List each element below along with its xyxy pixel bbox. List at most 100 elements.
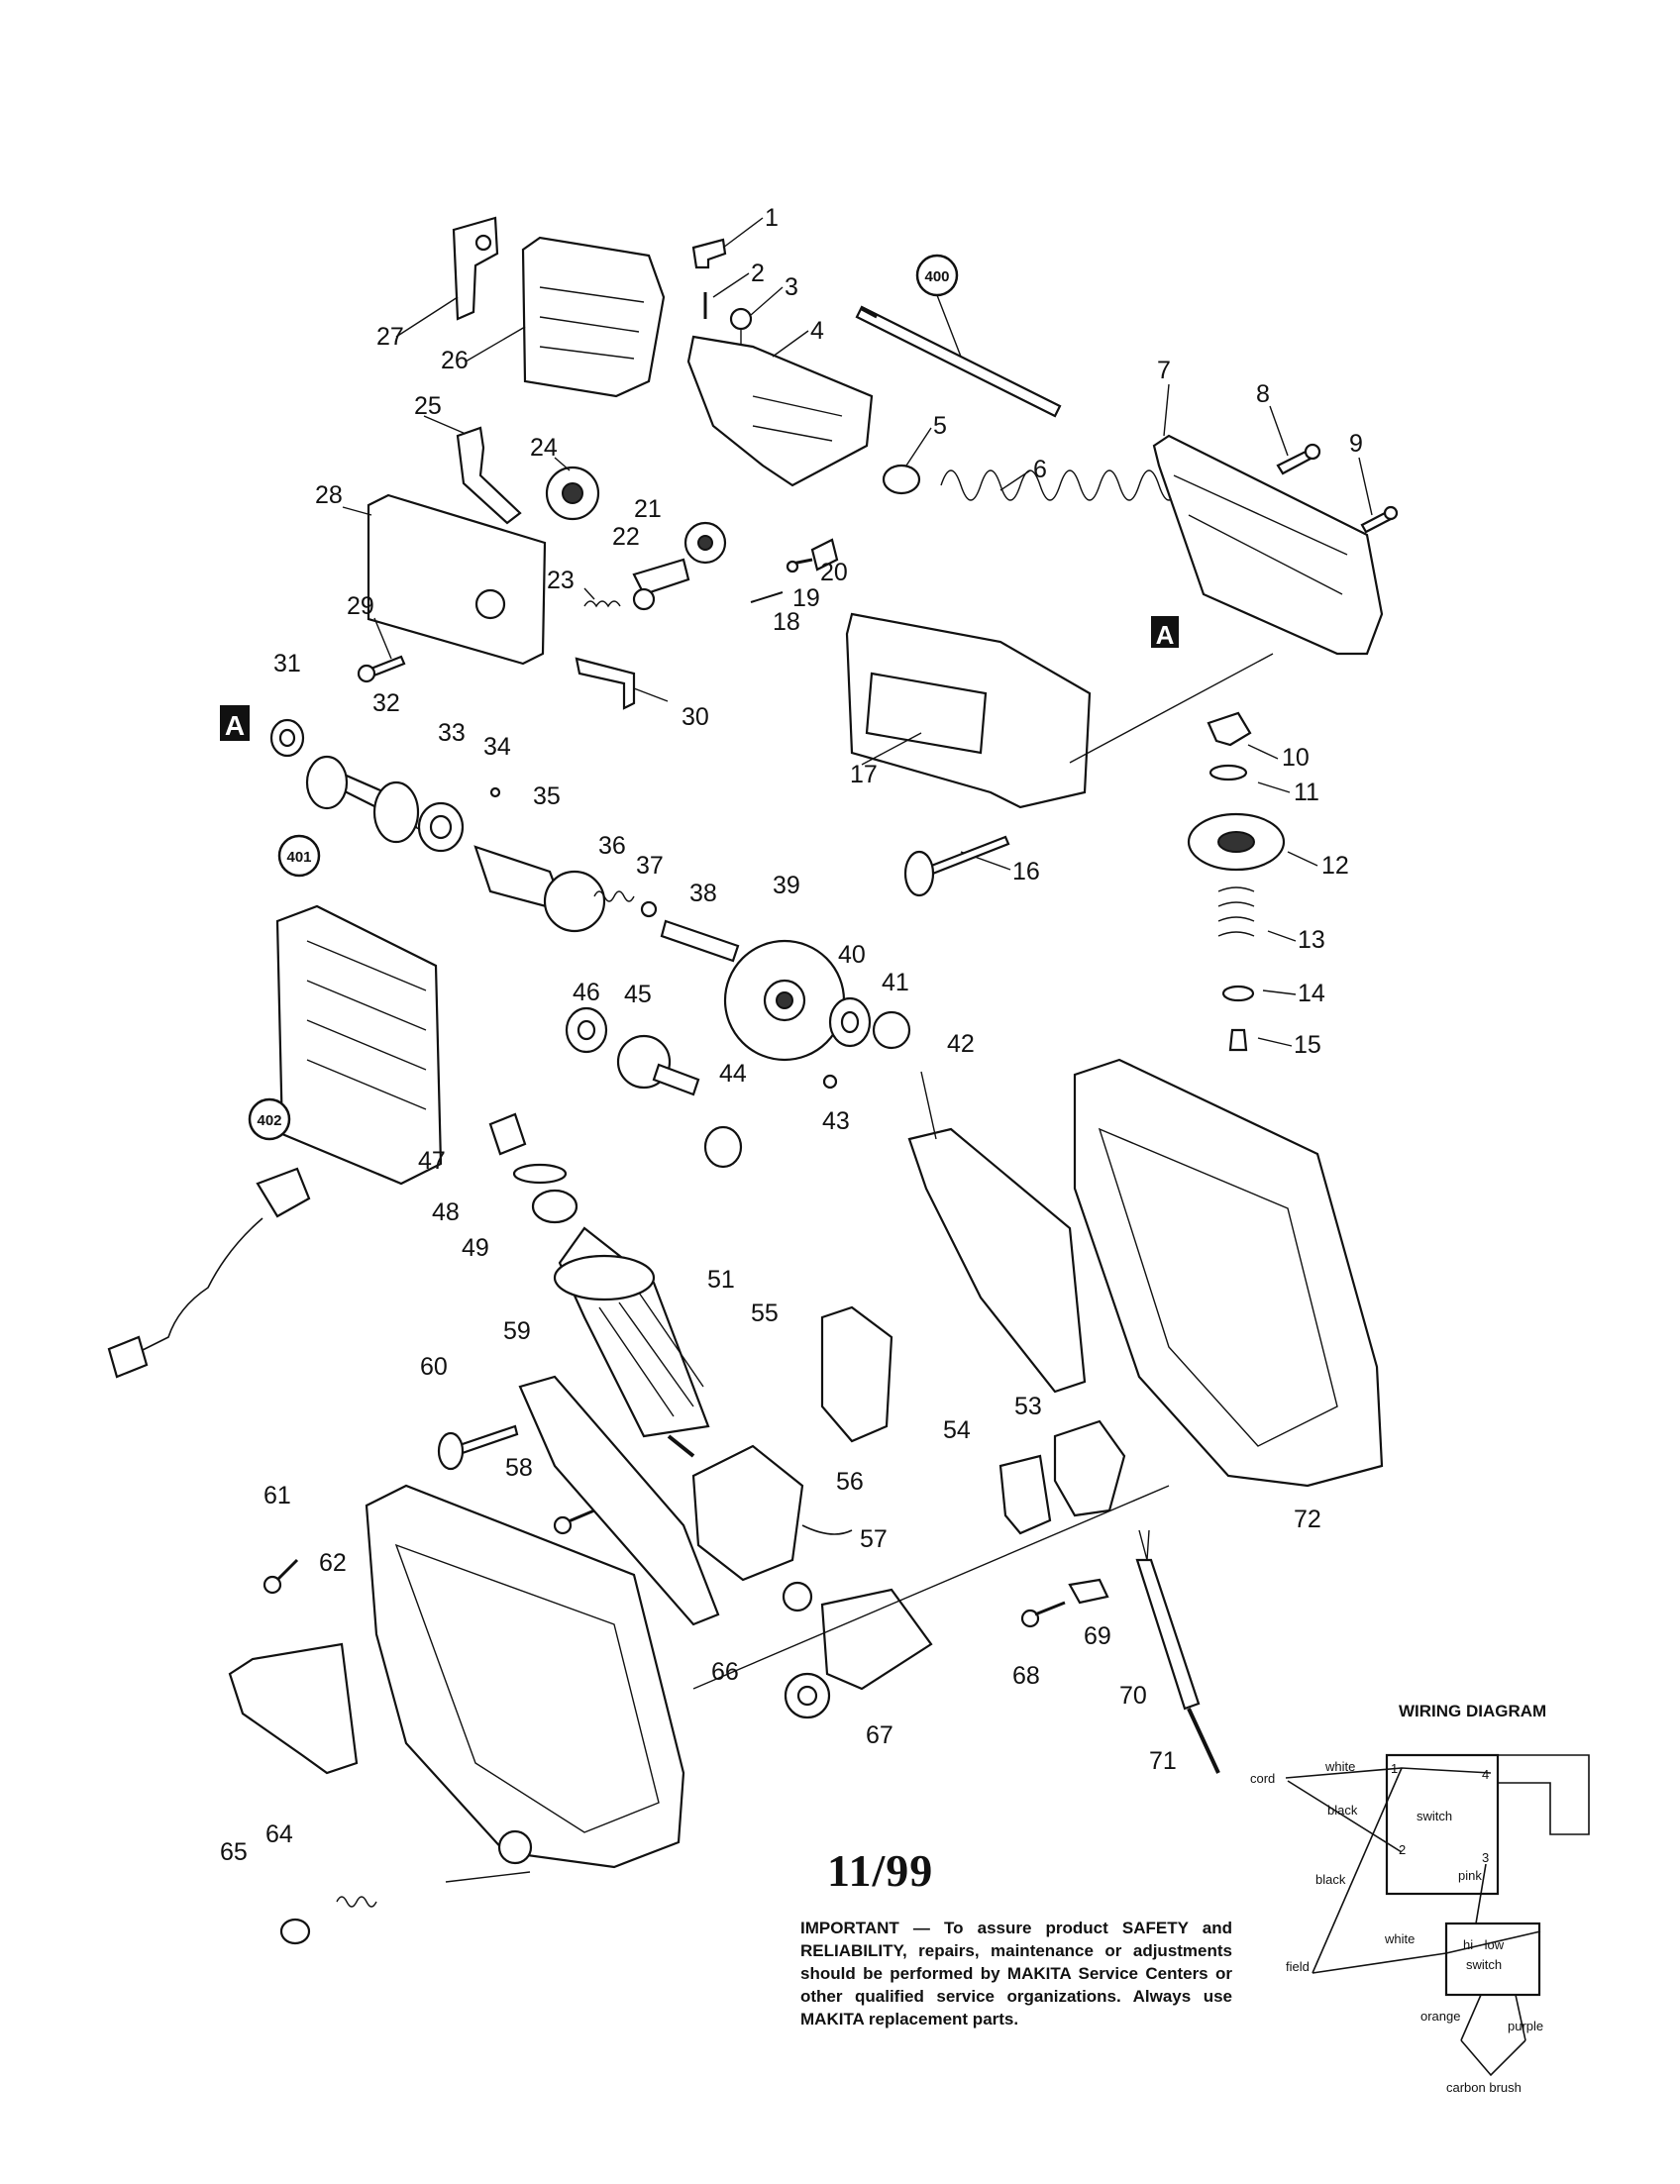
pn-14: 14 bbox=[1298, 980, 1325, 1007]
part-47-cap bbox=[488, 1112, 527, 1156]
pn-43: 43 bbox=[822, 1107, 850, 1135]
part-21-pinion bbox=[683, 521, 727, 565]
part-17-base bbox=[845, 612, 1092, 809]
pn-36: 36 bbox=[598, 832, 626, 860]
part-38-shaft bbox=[660, 919, 740, 963]
wire-label-white-mid: white bbox=[1384, 1931, 1415, 1946]
part-45-pinion bbox=[616, 1034, 700, 1096]
marker-a-left bbox=[220, 705, 250, 741]
pn-40: 40 bbox=[838, 941, 866, 969]
pn-34: 34 bbox=[483, 733, 511, 761]
part-40-bearing bbox=[828, 996, 872, 1048]
part-49-bearing bbox=[531, 1189, 578, 1224]
part-4-housing bbox=[686, 335, 874, 487]
pn-13: 13 bbox=[1298, 926, 1325, 954]
part-35-spindle bbox=[473, 845, 606, 933]
part-60-screw bbox=[437, 1424, 519, 1471]
date-stamp: 11/99 bbox=[827, 1845, 934, 1896]
part-19-pin bbox=[786, 558, 813, 573]
pn-3: 3 bbox=[785, 273, 798, 301]
pn-8: 8 bbox=[1256, 380, 1270, 408]
wire-label-pink: pink bbox=[1458, 1868, 1482, 1883]
pn-65: 65 bbox=[220, 1838, 248, 1866]
pn-22: 22 bbox=[612, 523, 640, 551]
pn-10: 10 bbox=[1282, 744, 1310, 772]
pn-61: 61 bbox=[263, 1482, 291, 1509]
pn-67: 67 bbox=[866, 1721, 893, 1749]
part-20-knob bbox=[810, 538, 839, 572]
pn-55: 55 bbox=[751, 1300, 779, 1327]
part-29-screw bbox=[357, 655, 406, 683]
part-23-spring bbox=[583, 600, 621, 608]
part-46-bearing bbox=[565, 1006, 608, 1054]
part-53-switch bbox=[1053, 1419, 1126, 1517]
part-70-cord-guard bbox=[1135, 1529, 1201, 1711]
pn-16: 16 bbox=[1012, 858, 1040, 885]
pn-71: 71 bbox=[1149, 1747, 1177, 1775]
pn-9: 9 bbox=[1349, 430, 1363, 458]
part-27-bracket bbox=[452, 216, 499, 321]
pn-54: 54 bbox=[943, 1416, 971, 1444]
parts-10-15-stack bbox=[1187, 711, 1286, 1052]
pn-7: 7 bbox=[1157, 357, 1171, 384]
pn-6: 6 bbox=[1033, 456, 1047, 483]
terminal-4: 4 bbox=[1482, 1767, 1489, 1782]
pn-51: 51 bbox=[707, 1266, 735, 1294]
part-69-clamp bbox=[1068, 1578, 1109, 1605]
wire-label-black-left: black bbox=[1315, 1872, 1346, 1887]
assembly-402-label: 402 bbox=[257, 1112, 281, 1129]
part-56-field bbox=[691, 1444, 853, 1582]
part-61-screw bbox=[262, 1558, 299, 1595]
part-65-cap bbox=[279, 1918, 311, 1945]
pn-35: 35 bbox=[533, 782, 561, 810]
part-58-screw bbox=[553, 1508, 595, 1535]
pn-30: 30 bbox=[682, 703, 709, 731]
pn-37: 37 bbox=[636, 852, 664, 880]
pn-2: 2 bbox=[751, 260, 765, 287]
part-9-screw bbox=[1360, 505, 1399, 534]
pn-4: 4 bbox=[810, 317, 824, 345]
pn-47: 47 bbox=[418, 1147, 446, 1175]
pn-26: 26 bbox=[441, 347, 469, 374]
pn-64: 64 bbox=[265, 1820, 293, 1848]
part-68-screw bbox=[1020, 1601, 1066, 1628]
switch-label: switch bbox=[1417, 1809, 1452, 1823]
part-16-screw bbox=[903, 835, 1010, 897]
wire-label-white-top: white bbox=[1324, 1759, 1355, 1774]
pn-53: 53 bbox=[1014, 1393, 1042, 1420]
part-71-cord bbox=[1187, 1708, 1220, 1774]
part-6-spring bbox=[940, 469, 1180, 501]
pn-69: 69 bbox=[1084, 1622, 1111, 1650]
pn-11: 11 bbox=[1294, 779, 1319, 806]
wire-label-carbon-brush: carbon brush bbox=[1446, 2080, 1522, 2095]
part-72-housing-right bbox=[1073, 1058, 1384, 1488]
wire-label-purple: purple bbox=[1508, 2019, 1543, 2033]
leader-lines bbox=[342, 217, 1373, 1140]
pn-17: 17 bbox=[850, 761, 878, 788]
pn-49: 49 bbox=[462, 1234, 489, 1262]
part-7-cover bbox=[1152, 434, 1384, 656]
pn-45: 45 bbox=[624, 981, 652, 1008]
part-1-latch bbox=[691, 238, 727, 269]
assembly-401-label: 401 bbox=[286, 849, 311, 866]
part-57-brush-holder bbox=[782, 1581, 813, 1612]
pn-12: 12 bbox=[1321, 852, 1349, 880]
pn-15: 15 bbox=[1294, 1031, 1321, 1059]
part-42-gasket bbox=[907, 1127, 1087, 1394]
wire-label-black-top: black bbox=[1327, 1803, 1358, 1818]
assembly-401-case bbox=[275, 904, 443, 1186]
pn-18: 18 bbox=[773, 608, 800, 636]
important-notice: IMPORTANT — To assure product SAFETY and… bbox=[800, 1919, 1232, 2028]
pn-27: 27 bbox=[376, 323, 404, 351]
pn-58: 58 bbox=[505, 1454, 533, 1482]
part-8-screw bbox=[1276, 443, 1321, 475]
assembly-connector-lines bbox=[445, 653, 1274, 1883]
part-55-switch bbox=[820, 1305, 893, 1443]
part-64-spring bbox=[336, 1896, 377, 1908]
part-37-ring bbox=[640, 900, 658, 918]
part-59-gasket-left bbox=[518, 1375, 720, 1626]
pn-46: 46 bbox=[573, 979, 600, 1006]
pn-39: 39 bbox=[773, 872, 800, 899]
